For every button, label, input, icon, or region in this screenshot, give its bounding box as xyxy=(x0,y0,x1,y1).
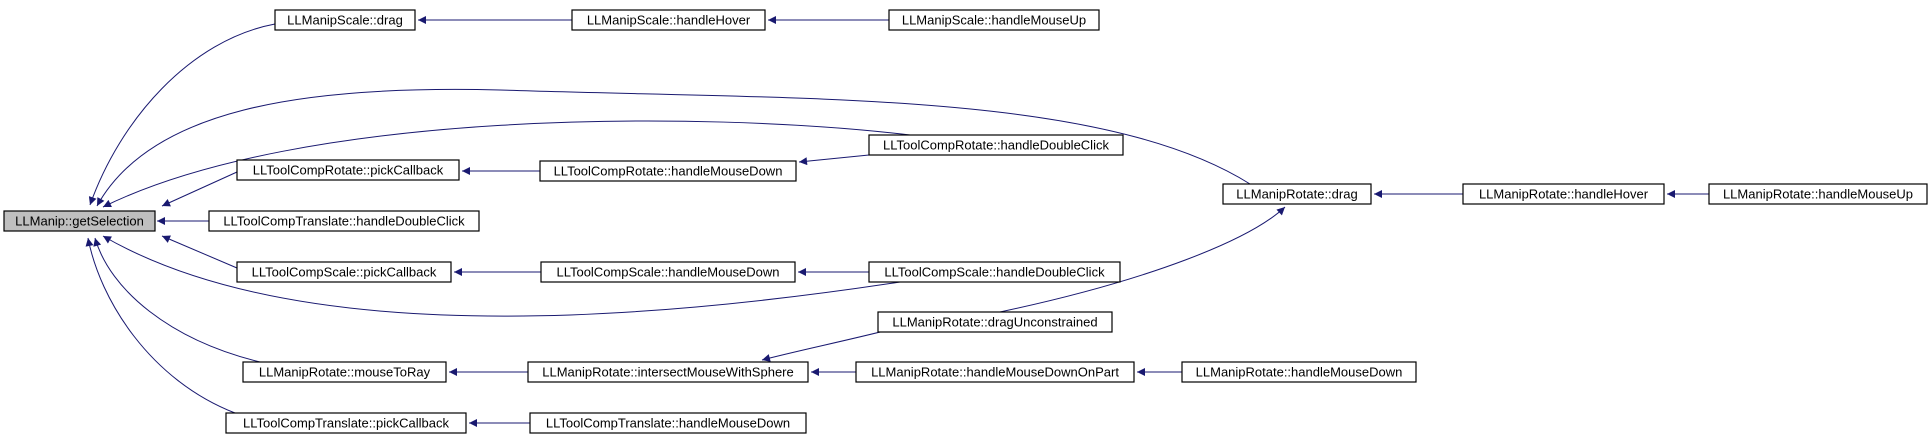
node-ms-mouseup[interactable]: LLManipScale::handleMouseUp xyxy=(888,9,1100,31)
node-mr-hover[interactable]: LLManipRotate::handleHover xyxy=(1462,183,1665,205)
node-box xyxy=(208,210,480,232)
node-label: LLToolCompRotate::handleMouseDown xyxy=(554,164,783,179)
node-label: LLManipRotate::intersectMouseWithSphere xyxy=(542,365,793,380)
node-label: LLToolCompTranslate::pickCallback xyxy=(243,416,449,431)
node-tct-mousedown[interactable]: LLToolCompTranslate::handleMouseDown xyxy=(529,412,807,434)
edge-tct_pick-to-root xyxy=(85,237,236,414)
node-label: LLManipRotate::handleMouseDown xyxy=(1196,365,1403,380)
node-box xyxy=(1222,183,1372,205)
node-label: LLToolCompScale::handleDoubleClick xyxy=(884,265,1105,280)
node-box xyxy=(1708,183,1928,205)
node-box xyxy=(242,361,447,383)
node-mr-sphere[interactable]: LLManipRotate::intersectMouseWithSphere xyxy=(527,361,809,383)
node-label: LLManipRotate::handleMouseDownOnPart xyxy=(871,365,1119,380)
node-tcr-mousedown[interactable]: LLToolCompRotate::handleMouseDown xyxy=(539,160,797,182)
node-mr-mouseup[interactable]: LLManipRotate::handleMouseUp xyxy=(1708,183,1928,205)
node-tct-dbl[interactable]: LLToolCompTranslate::handleDoubleClick xyxy=(208,210,480,232)
node-label: LLManipRotate::mouseToRay xyxy=(259,365,431,380)
node-box xyxy=(877,311,1113,333)
node-tct-pick[interactable]: LLToolCompTranslate::pickCallback xyxy=(225,412,467,434)
node-mr-part[interactable]: LLManipRotate::handleMouseDownOnPart xyxy=(855,361,1135,383)
node-tcs-pick[interactable]: LLToolCompScale::pickCallback xyxy=(236,261,452,283)
node-mr-toray[interactable]: LLManipRotate::mouseToRay xyxy=(242,361,447,383)
node-label: LLManipRotate::handleHover xyxy=(1479,187,1649,202)
edge-tcr_dbl-to-root xyxy=(102,120,911,208)
node-box xyxy=(236,159,460,181)
node-box xyxy=(855,361,1135,383)
edge-mr_dragun-to-mr_drag xyxy=(999,206,1286,313)
edge-tcr_pick-to-root xyxy=(161,171,238,207)
node-ms-hover[interactable]: LLManipScale::handleHover xyxy=(571,9,766,31)
node-box xyxy=(1181,361,1417,383)
node-box xyxy=(527,361,809,383)
node-label: LLManipRotate::dragUnconstrained xyxy=(892,315,1097,330)
node-label: LLManipRotate::handleMouseUp xyxy=(1723,187,1913,202)
node-label: LLManipScale::handleMouseUp xyxy=(902,13,1086,28)
edge-tcs_pick-to-root xyxy=(161,235,238,269)
node-box xyxy=(274,9,416,31)
node-box xyxy=(540,261,796,283)
node-box xyxy=(225,412,467,434)
node-label: LLToolCompTranslate::handleMouseDown xyxy=(546,416,790,431)
node-box xyxy=(868,261,1121,283)
node-label: LLManipRotate::drag xyxy=(1236,187,1357,202)
node-box xyxy=(529,412,807,434)
node-mr-mousedown[interactable]: LLManipRotate::handleMouseDown xyxy=(1181,361,1417,383)
edge-tcs_dbl-to-root xyxy=(102,235,901,317)
node-label: LLToolCompRotate::handleDoubleClick xyxy=(883,138,1109,153)
node-box xyxy=(888,9,1100,31)
node-label: LLManipScale::handleHover xyxy=(587,13,751,28)
node-box xyxy=(571,9,766,31)
node-label: LLToolCompRotate::pickCallback xyxy=(253,163,444,178)
node-root[interactable]: LLManip::getSelection xyxy=(3,210,156,232)
edges-layer xyxy=(85,16,1709,427)
node-tcr-dbl[interactable]: LLToolCompRotate::handleDoubleClick xyxy=(868,134,1124,156)
node-box xyxy=(236,261,452,283)
node-box xyxy=(1462,183,1665,205)
edge-ms_drag-to-root xyxy=(88,23,276,206)
edge-tcr_dbl-to-tcr_mousedown xyxy=(798,154,870,166)
node-box xyxy=(3,210,156,232)
node-tcs-mousedown[interactable]: LLToolCompScale::handleMouseDown xyxy=(540,261,796,283)
node-label: LLToolCompScale::handleMouseDown xyxy=(556,265,779,280)
node-label: LLToolCompScale::pickCallback xyxy=(252,265,437,280)
node-label: LLManip::getSelection xyxy=(15,214,144,229)
node-mr-drag[interactable]: LLManipRotate::drag xyxy=(1222,183,1372,205)
node-box xyxy=(868,134,1124,156)
node-ms-drag[interactable]: LLManipScale::drag xyxy=(274,9,416,31)
node-label: LLToolCompTranslate::handleDoubleClick xyxy=(223,214,465,229)
node-tcs-dbl[interactable]: LLToolCompScale::handleDoubleClick xyxy=(868,261,1121,283)
node-tcr-pick[interactable]: LLToolCompRotate::pickCallback xyxy=(236,159,460,181)
node-box xyxy=(539,160,797,182)
node-label: LLManipScale::drag xyxy=(287,13,403,28)
edge-mr_drag-to-root xyxy=(96,88,1251,207)
node-mr-dragun[interactable]: LLManipRotate::dragUnconstrained xyxy=(877,311,1113,333)
edge-mr_toray-to-root xyxy=(93,237,261,363)
